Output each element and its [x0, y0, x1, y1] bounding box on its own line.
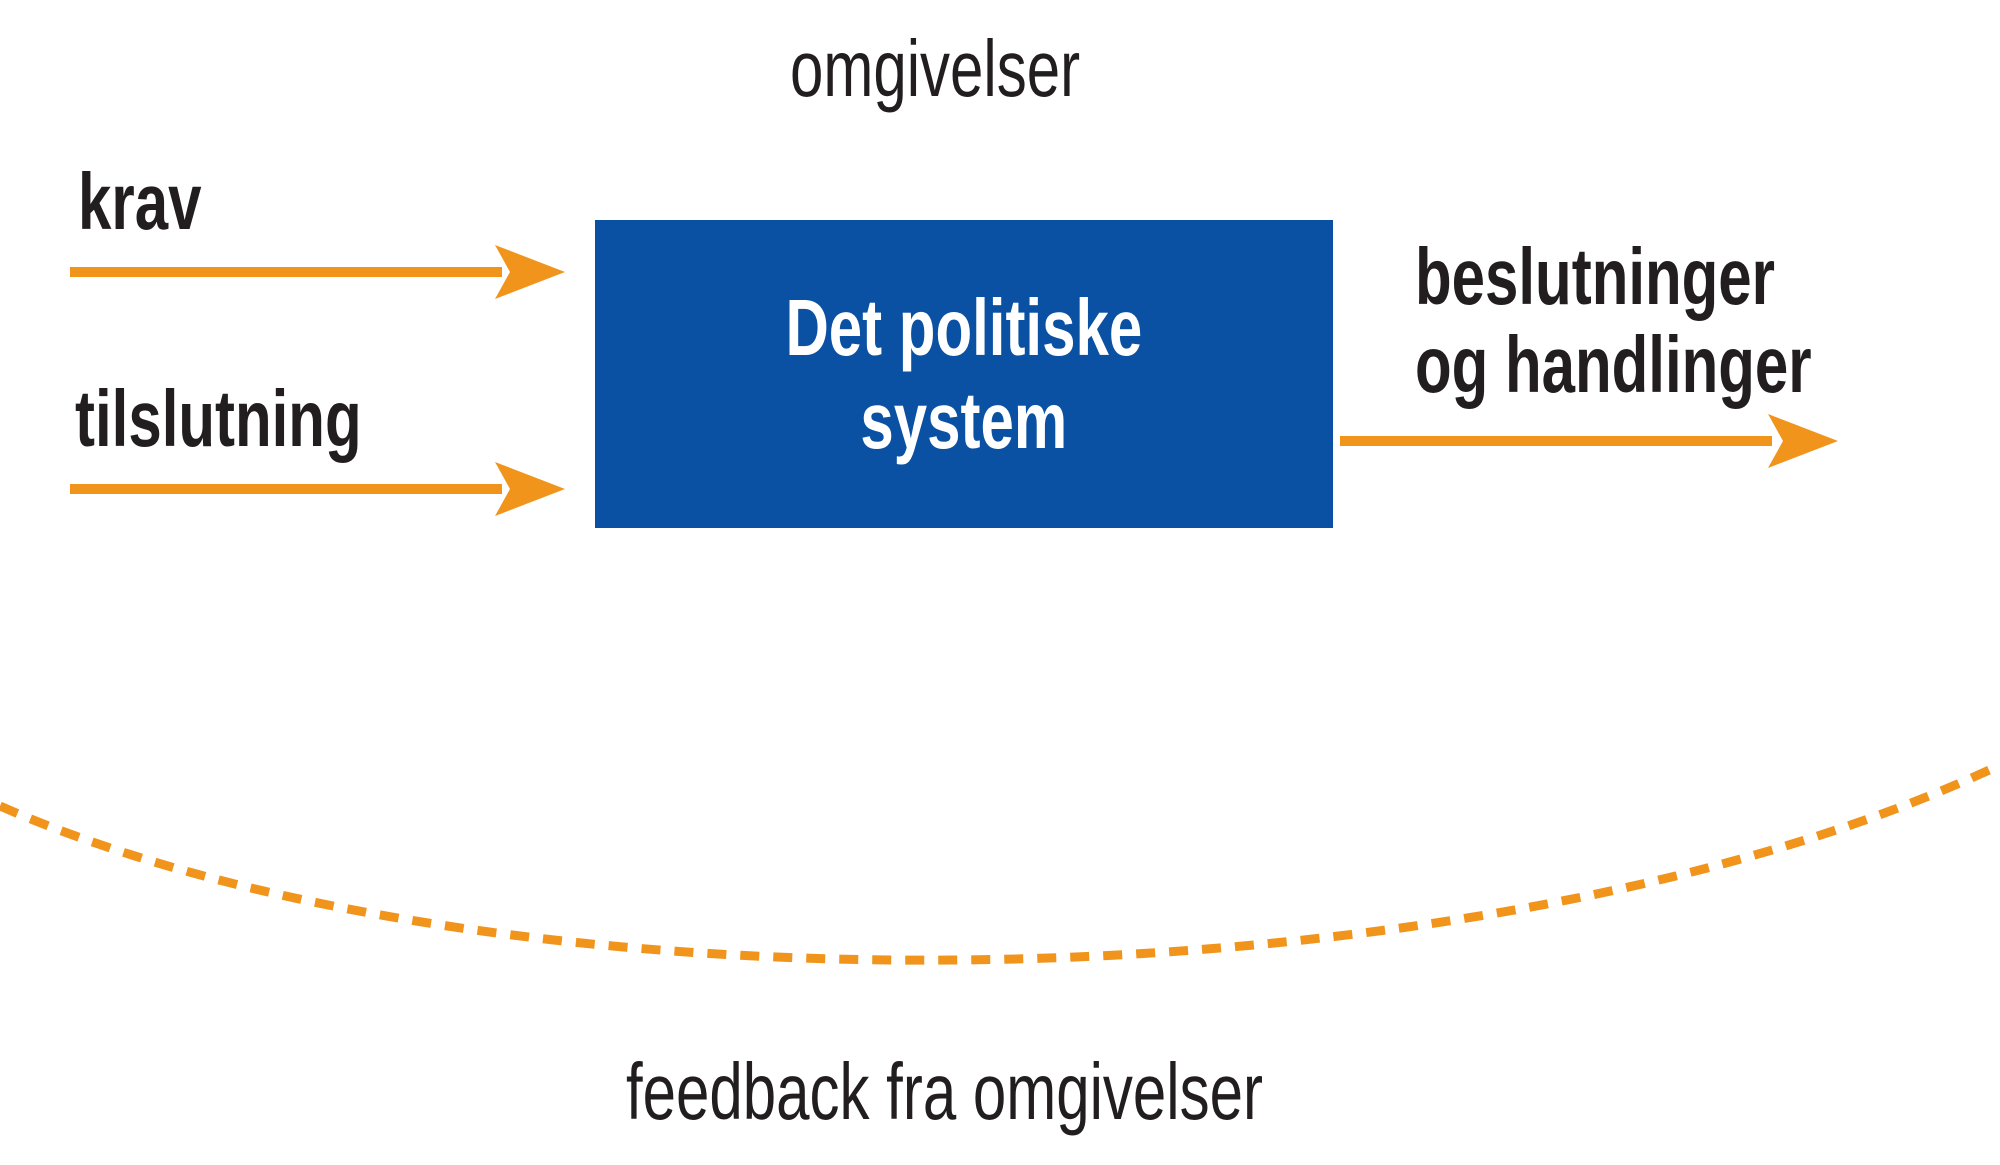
krav-input-arrow — [70, 245, 565, 299]
feedback-label: feedback fra omgivelser — [626, 1048, 1475, 1136]
output-label-line2: og handlinger — [1415, 320, 1812, 409]
tilslutning-label: tilslutning — [75, 375, 457, 463]
output-arrow — [1340, 414, 1838, 468]
output-label: beslutninger og handlinger — [1415, 233, 1944, 409]
krav-label: krav — [78, 158, 243, 246]
feedback-dashed-curve — [0, 760, 2000, 965]
political-system-box-label-line1: Det politiske — [785, 283, 1143, 372]
feedback-label-text: feedback fra omgivelser — [626, 1047, 1263, 1136]
environment-label: omgivelser — [790, 25, 1177, 113]
output-label-line1: beslutninger — [1415, 232, 1776, 321]
political-system-box-label-line2: system — [860, 376, 1068, 465]
tilslutning-label-text: tilslutning — [75, 374, 362, 463]
krav-label-text: krav — [78, 157, 202, 246]
output-label-text: beslutninger og handlinger — [1415, 233, 1812, 409]
political-system-box: Det politiske system — [595, 220, 1333, 528]
environment-label-text: omgivelser — [790, 24, 1081, 113]
political-system-box-label: Det politiske system — [786, 281, 1143, 467]
tilslutning-input-arrow — [70, 462, 565, 516]
